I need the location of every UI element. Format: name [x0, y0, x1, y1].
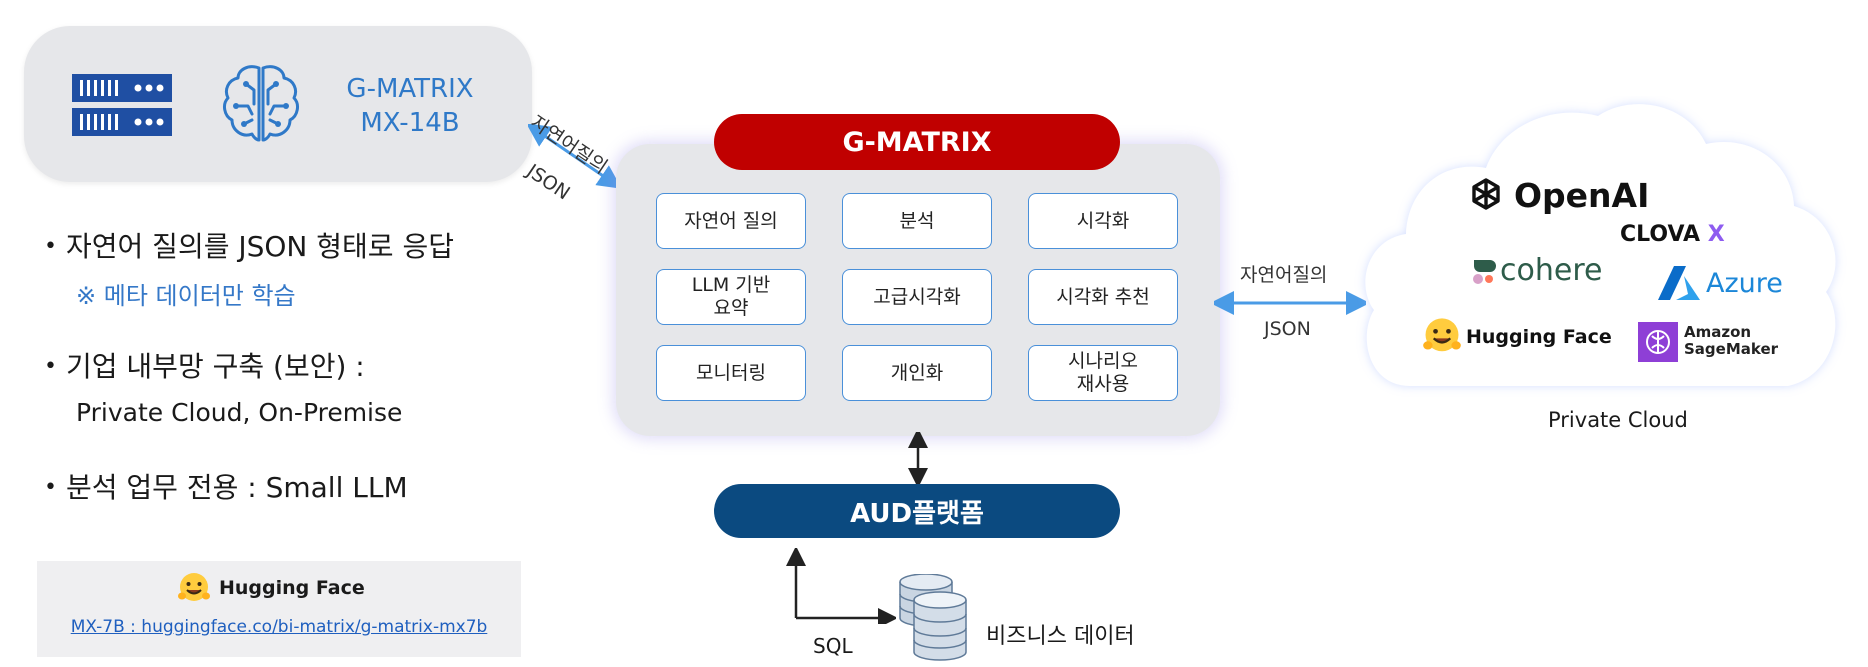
- bullet-2-text: 기업 내부망 구축 (보안) :: [66, 350, 365, 383]
- huggingface-brand: Hugging Face: [177, 571, 365, 605]
- bullet-1-text: 자연어 질의를 JSON 형태로 응답: [66, 230, 454, 263]
- right-bidirectional-arrow: [1214, 291, 1366, 315]
- cohere-logo-icon: [1473, 260, 1496, 284]
- feature-cell-advanced-visualization: 고급시각화: [842, 269, 992, 325]
- openai-logo-icon: [1464, 174, 1508, 218]
- bullet-2-sub: Private Cloud, On-Premise: [76, 398, 403, 427]
- azure-logo-icon: [1658, 266, 1700, 300]
- core-platform-arrow: [908, 432, 928, 484]
- bullet-3-text: 분석 업무 전용 : Small LLM: [66, 471, 408, 504]
- left-bidirectional-arrow: [528, 124, 620, 188]
- model-name: G-MATRIX MX-14B: [330, 72, 490, 140]
- feature-cell-natural-language-query: 자연어 질의: [656, 193, 806, 249]
- database-icon: [899, 574, 967, 661]
- cohere-logo-text: cohere: [1500, 253, 1603, 288]
- sql-elbow-arrow: [786, 548, 896, 624]
- right-connector-top-label: 자연어질의: [1240, 264, 1328, 286]
- sql-label: SQL: [813, 634, 853, 658]
- aud-platform-pill: AUD플랫폼: [714, 484, 1120, 538]
- sagemaker-logo-text: Amazon SageMaker: [1684, 324, 1778, 358]
- business-data-label: 비즈니스 데이터: [986, 624, 1135, 649]
- model-box: [24, 26, 532, 182]
- feature-cell-monitoring: 모니터링: [656, 345, 806, 401]
- sagemaker-logo-icon: [1638, 322, 1678, 362]
- feature-cell-analysis: 분석: [842, 193, 992, 249]
- sagemaker-logo-line2: SageMaker: [1684, 340, 1779, 358]
- model-name-line1: G-MATRIX: [346, 74, 474, 104]
- server-icon: [72, 74, 172, 136]
- feature-cell-llm-summary: LLM 기반 요약: [656, 269, 806, 325]
- feature-cell-visualization-recommendation: 시각화 추천: [1028, 269, 1178, 325]
- clova-logo: CLOVA X: [1620, 222, 1725, 247]
- model-name-line2: MX-14B: [360, 108, 460, 138]
- huggingface-card-brand: Hugging Face: [219, 577, 365, 599]
- huggingface-model-link[interactable]: MX-7B : huggingface.co/bi-matrix/g-matri…: [70, 617, 488, 637]
- sagemaker-logo-line1: Amazon: [1684, 323, 1752, 341]
- azure-logo-text: Azure: [1706, 268, 1783, 299]
- g-matrix-title-pill: G-MATRIX: [714, 114, 1120, 170]
- openai-logo-text: OpenAI: [1514, 176, 1650, 215]
- bullet-1: •자연어 질의를 JSON 형태로 응답: [44, 230, 454, 263]
- clova-x-mark: X: [1707, 222, 1725, 247]
- feature-cell-visualization: 시각화: [1028, 193, 1178, 249]
- private-cloud-label: Private Cloud: [1548, 408, 1688, 432]
- feature-cell-personalization: 개인화: [842, 345, 992, 401]
- huggingface-logo-icon: [1423, 318, 1461, 352]
- clova-logo-text: CLOVA: [1620, 222, 1701, 247]
- feature-cell-scenario-reuse: 시나리오 재사용: [1028, 345, 1178, 401]
- right-connector-bottom-label: JSON: [1264, 318, 1311, 340]
- private-cloud-shape: [1365, 104, 1836, 387]
- huggingface-emoji-icon: [178, 573, 210, 601]
- ai-brain-icon: [223, 65, 299, 142]
- bullet-3: •분석 업무 전용 : Small LLM: [44, 471, 408, 504]
- bullet-1-note: ※ 메타 데이터만 학습: [76, 282, 296, 310]
- bullet-2: •기업 내부망 구축 (보안) :: [44, 350, 365, 383]
- huggingface-logo-text: Hugging Face: [1466, 326, 1612, 348]
- huggingface-card: Hugging Face MX-7B : huggingface.co/bi-m…: [37, 561, 521, 657]
